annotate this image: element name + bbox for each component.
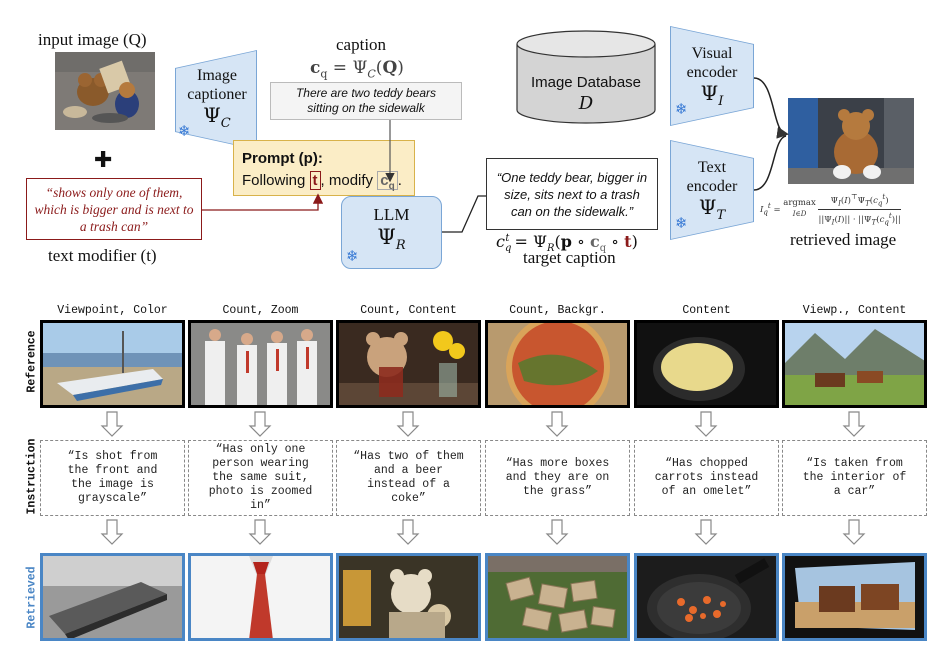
input-image [55,52,155,130]
plus-icon: ✚ [94,148,113,173]
retrieved-result-image [485,553,630,641]
row-label-retrieved: Retrieved [25,566,39,629]
column-title: Viewpoint, Color [57,304,168,317]
image-captioner-label: Image captioner ΨC [187,67,247,131]
row-label-reference: Reference [25,330,39,393]
column-title: Count, Content [360,304,457,317]
column-title: Viewp., Content [802,304,907,317]
input-image-label: input image (Q) [38,30,147,49]
reference-image [485,320,630,408]
row-label-instruction: Instruction [25,438,39,515]
instruction-box: “Has two of them and a beer instead of a… [336,440,481,516]
retrieved-result-image [634,553,779,641]
caption-title: caption [336,35,387,54]
target-caption-formula: cqt = ΨR(p ∘ cq ∘ t) [496,232,638,255]
text-modifier-label: text modifier (t) [48,246,157,265]
column-title: Count, Zoom [222,304,299,317]
reference-image [188,320,333,408]
frozen-snowflake-icon: ❄ [675,100,688,118]
retrieved-result-image [188,553,333,641]
column-title: Content [682,304,731,317]
retrieved-result-image [40,553,185,641]
retrieved-result-image [782,553,927,641]
instruction-box: “Is taken from the interior of a car” [782,440,927,516]
instruction-box: “Has chopped carrots instead of an omele… [634,440,779,516]
reference-image [336,320,481,408]
reference-image [40,320,185,408]
caption-text-box: There are two teddy bears sitting on the… [270,82,462,120]
prompt-box: Prompt (p): Following t, modify cq. [233,140,415,196]
text-encoder-label: Text encoder ΨT [686,159,738,223]
text-modifier-box: “shows only one of them, which is bigger… [26,178,202,240]
image-database: Image Database D [516,30,656,126]
frozen-snowflake-icon: ❄ [675,214,688,232]
column-title: Count, Backgr. [509,304,606,317]
reference-image [782,320,927,408]
target-caption-box: “One teddy bear, bigger in size, sits ne… [486,158,658,230]
retrieved-image [788,98,914,184]
instruction-box: “Has more boxes and they are on the gras… [485,440,630,516]
visual-encoder-label: Visual encoder ΨI [686,45,738,109]
frozen-snowflake-icon: ❄ [346,247,359,265]
instruction-box: “Has only one person wearing the same su… [188,440,333,516]
reference-image [634,320,779,408]
llm-box: LLM ΨR [341,196,442,269]
instruction-box: “Is shot from the front and the image is… [40,440,185,516]
frozen-snowflake-icon: ❄ [178,122,191,140]
target-caption-label: target caption [523,248,616,267]
caption-formula: cq = ΨC(Q) [310,58,404,81]
retrieved-result-image [336,553,481,641]
retrieved-image-label: retrieved image [790,230,897,249]
